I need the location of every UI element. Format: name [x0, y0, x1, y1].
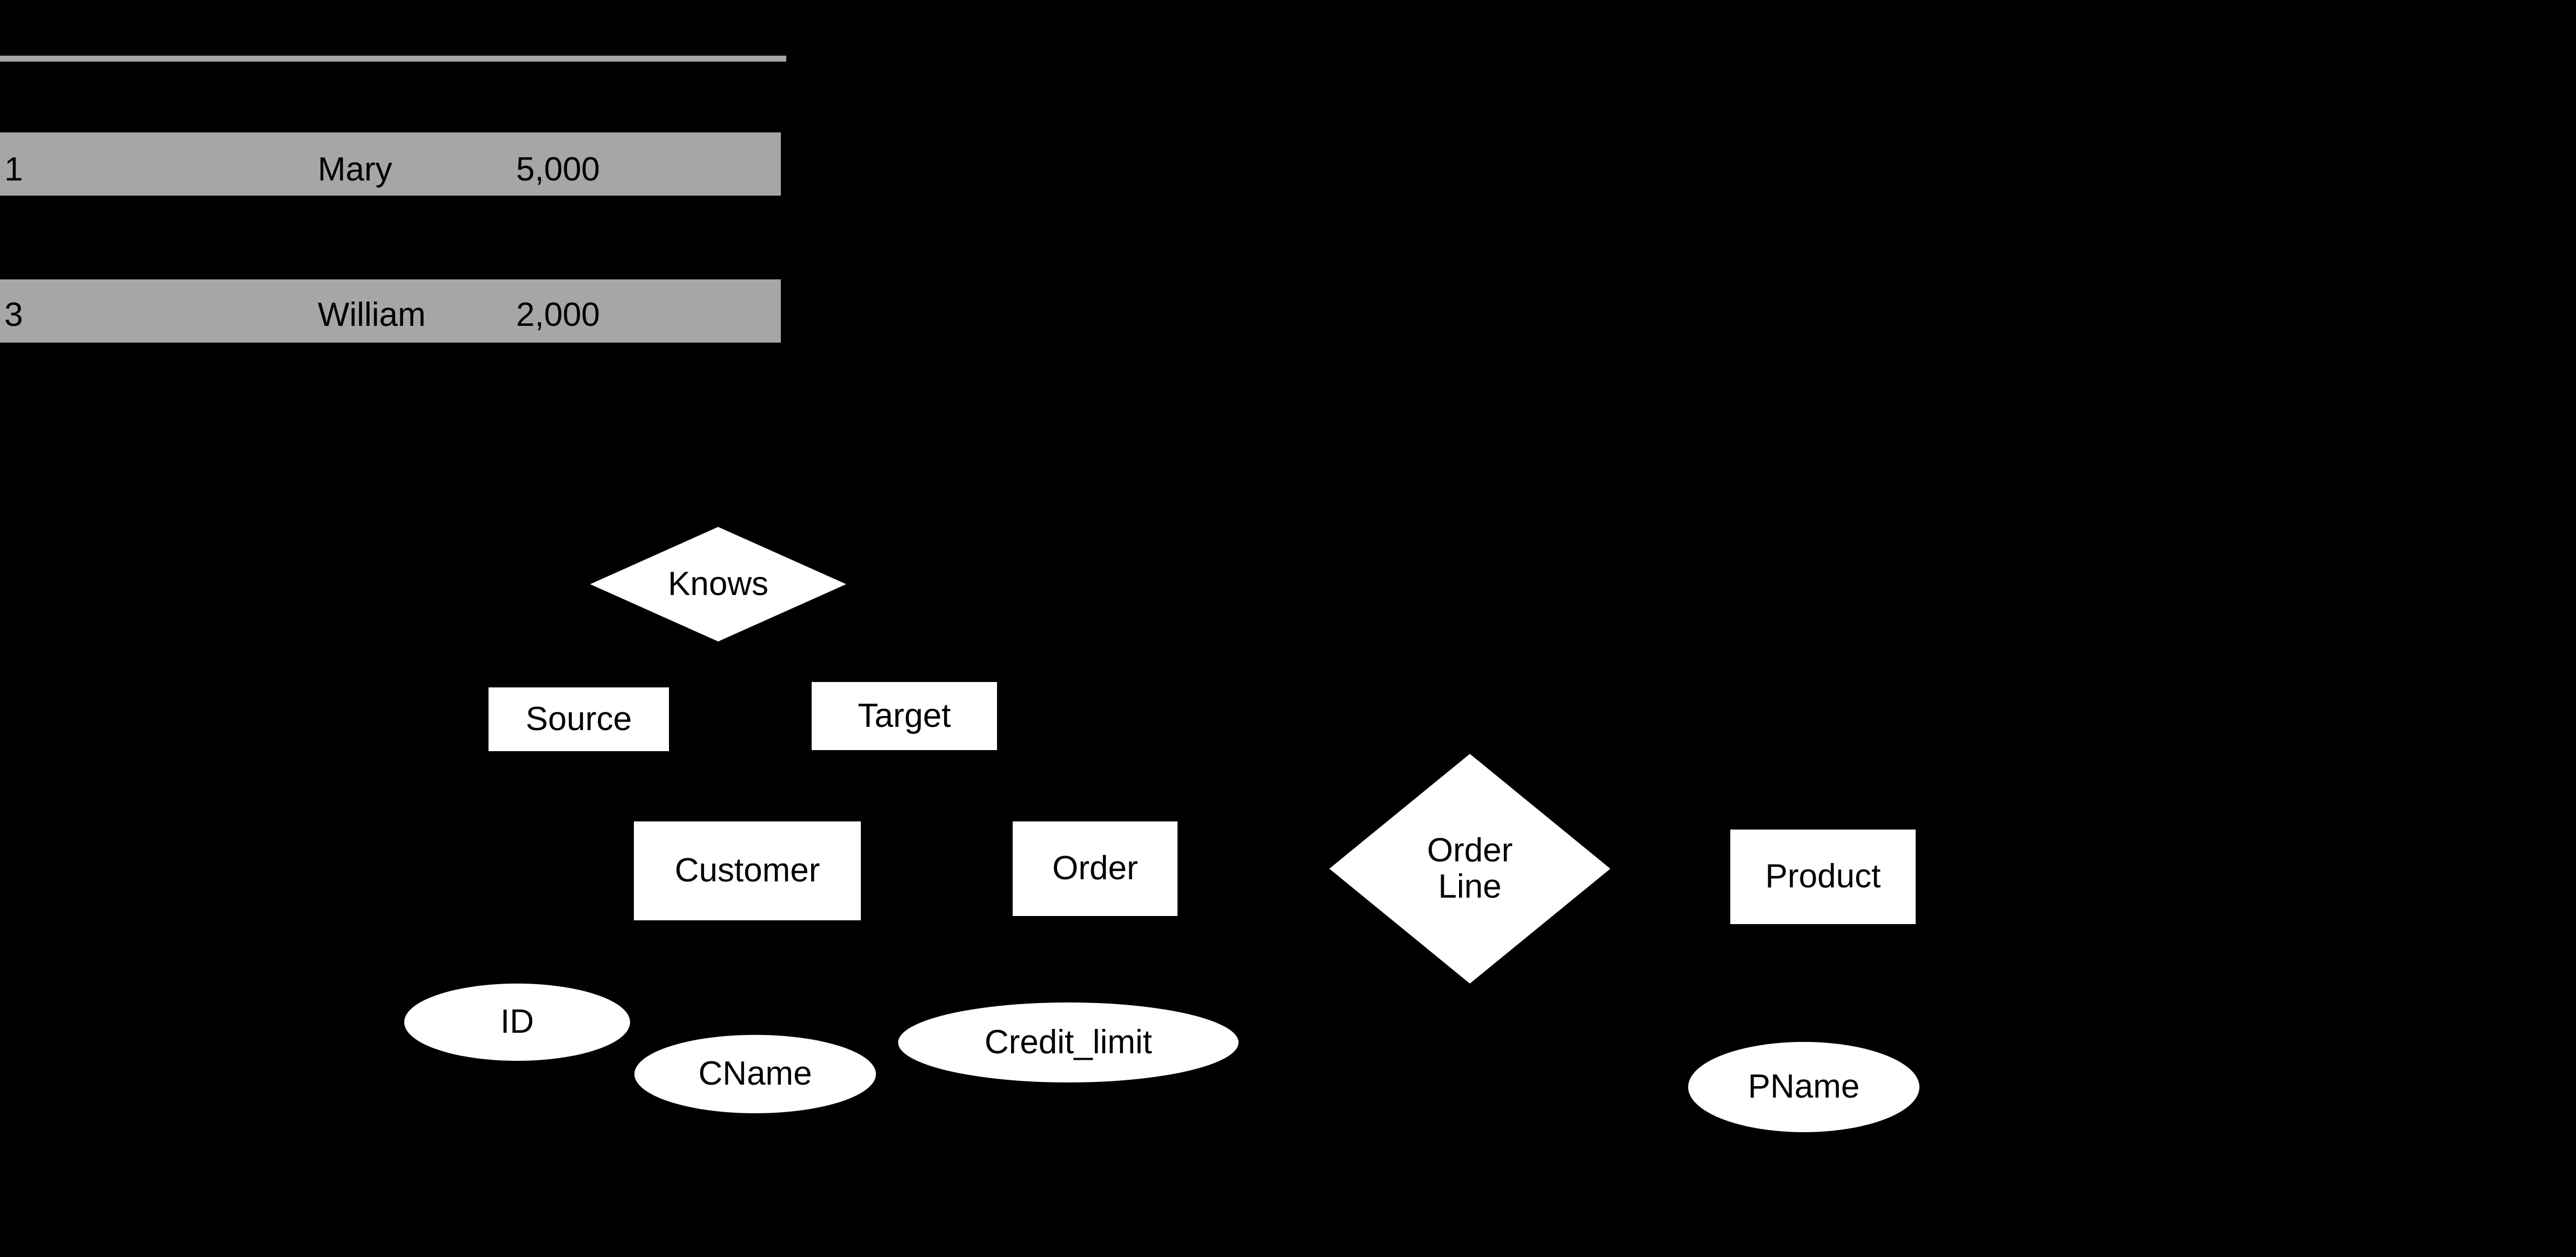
role-box-source-label: Source: [525, 700, 632, 738]
relationship-knows[interactable]: Knows: [590, 527, 846, 641]
relationship-order-line[interactable]: Order Line: [1329, 754, 1610, 984]
attribute-credit-limit-label: Credit_limit: [984, 1023, 1153, 1061]
entity-order-label: Order: [1052, 850, 1138, 887]
attribute-cname-label: CName: [698, 1055, 812, 1093]
table-cell-name: Mary: [318, 151, 392, 188]
attribute-pname[interactable]: PName: [1688, 1042, 1919, 1132]
table-header-rule: [0, 56, 786, 62]
attribute-credit-limit[interactable]: Credit_limit: [898, 1002, 1239, 1082]
table-cell-credit-limit: 2,000: [516, 296, 600, 333]
table-cell-id: 3: [4, 296, 23, 333]
table-cell-credit-limit: 5,000: [516, 151, 600, 188]
role-box-target[interactable]: Target: [812, 682, 997, 750]
relationship-order-line-label-line2: Line: [1438, 867, 1502, 905]
entity-product-label: Product: [1765, 858, 1881, 895]
table-cell-id: 1: [4, 151, 23, 188]
table-row[interactable]: [0, 132, 781, 196]
table-row[interactable]: [0, 279, 781, 343]
entity-order[interactable]: Order: [1013, 821, 1177, 916]
entity-customer-label: Customer: [674, 852, 820, 890]
entity-product[interactable]: Product: [1730, 830, 1916, 924]
attribute-cname[interactable]: CName: [634, 1035, 876, 1113]
table-cell-name: William: [318, 296, 426, 333]
attribute-id[interactable]: ID: [404, 984, 630, 1061]
relationship-knows-label: Knows: [667, 565, 769, 603]
attribute-id-label: ID: [500, 1003, 534, 1041]
attribute-pname-label: PName: [1748, 1068, 1860, 1106]
relationship-order-line-label: Order Line: [1427, 831, 1513, 905]
role-box-target-label: Target: [858, 697, 951, 734]
role-box-source[interactable]: Source: [489, 687, 669, 751]
entity-customer[interactable]: Customer: [634, 821, 861, 920]
relationship-order-line-label-line1: Order: [1427, 831, 1513, 869]
